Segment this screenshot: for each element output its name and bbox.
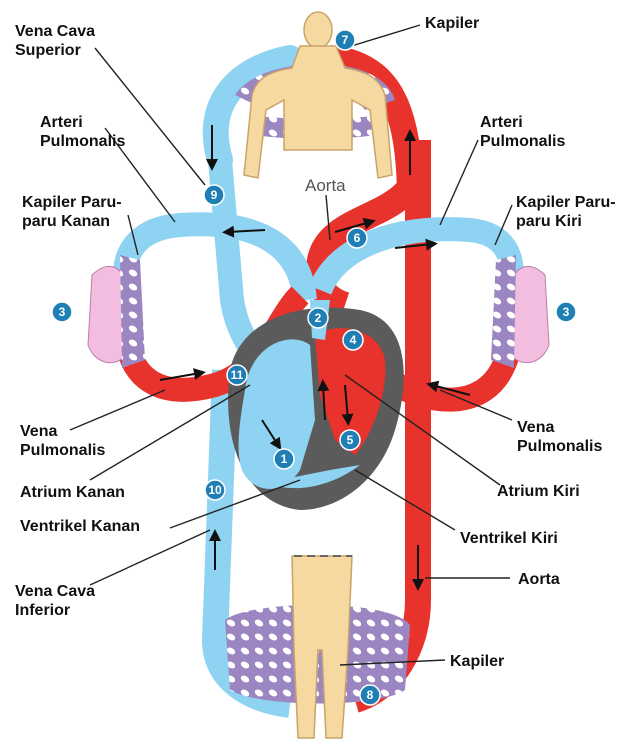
badge-6: 6 [347,228,367,248]
badge-3-left: 3 [52,302,72,322]
left-pulmonary-artery-vessel [125,224,305,300]
badge-2: 2 [308,308,328,328]
svg-text:9: 9 [211,188,218,202]
badge-7: 7 [335,30,355,50]
svg-text:3: 3 [59,305,66,319]
label-kapiler-paru-kanan: Kapiler Paru- paru Kanan [22,193,122,231]
label-kapiler-top: Kapiler [425,14,479,33]
badge-10: 10 [205,480,225,500]
lower-body-figure [292,556,352,738]
label-aorta-right: Aorta [518,570,560,589]
label-aorta-center: Aorta [305,176,346,196]
label-ventrikel-kiri: Ventrikel Kiri [460,529,558,548]
right-lung-capillaries [120,255,145,368]
label-kapiler-bottom: Kapiler [450,652,504,671]
badge-11: 11 [227,365,247,385]
svg-text:5: 5 [347,433,354,447]
upper-body-figure [244,12,392,178]
svg-text:6: 6 [354,231,361,245]
badge-3-right: 3 [556,302,576,322]
label-arteri-pulmonalis-left: Arteri Pulmonalis [40,113,125,151]
label-vena-cava-inferior: Vena Cava Inferior [15,582,95,620]
label-kapiler-paru-kiri: Kapiler Paru- paru Kiri [516,193,616,231]
badge-1: 1 [274,449,294,469]
svg-text:7: 7 [342,33,349,47]
left-lung-capillaries [491,255,516,368]
svg-text:3: 3 [563,305,570,319]
svg-text:10: 10 [208,483,222,497]
badge-5: 5 [340,430,360,450]
label-atrium-kiri: Atrium Kiri [497,482,580,501]
svg-text:11: 11 [231,368,244,382]
label-ventrikel-kanan: Ventrikel Kanan [20,517,140,536]
badge-8: 8 [360,685,380,705]
svg-text:8: 8 [367,688,374,702]
label-atrium-kanan: Atrium Kanan [20,483,125,502]
svg-text:1: 1 [281,452,288,466]
label-vena-pulmonalis-left: Vena Pulmonalis [20,422,105,460]
badge-9: 9 [204,185,224,205]
svg-text:4: 4 [350,333,357,347]
label-arteri-pulmonalis-right: Arteri Pulmonalis [480,113,565,151]
badge-4: 4 [343,330,363,350]
svg-text:2: 2 [315,311,322,325]
label-vena-pulmonalis-right: Vena Pulmonalis [517,418,602,456]
label-vena-cava-superior: Vena Cava Superior [15,22,95,60]
